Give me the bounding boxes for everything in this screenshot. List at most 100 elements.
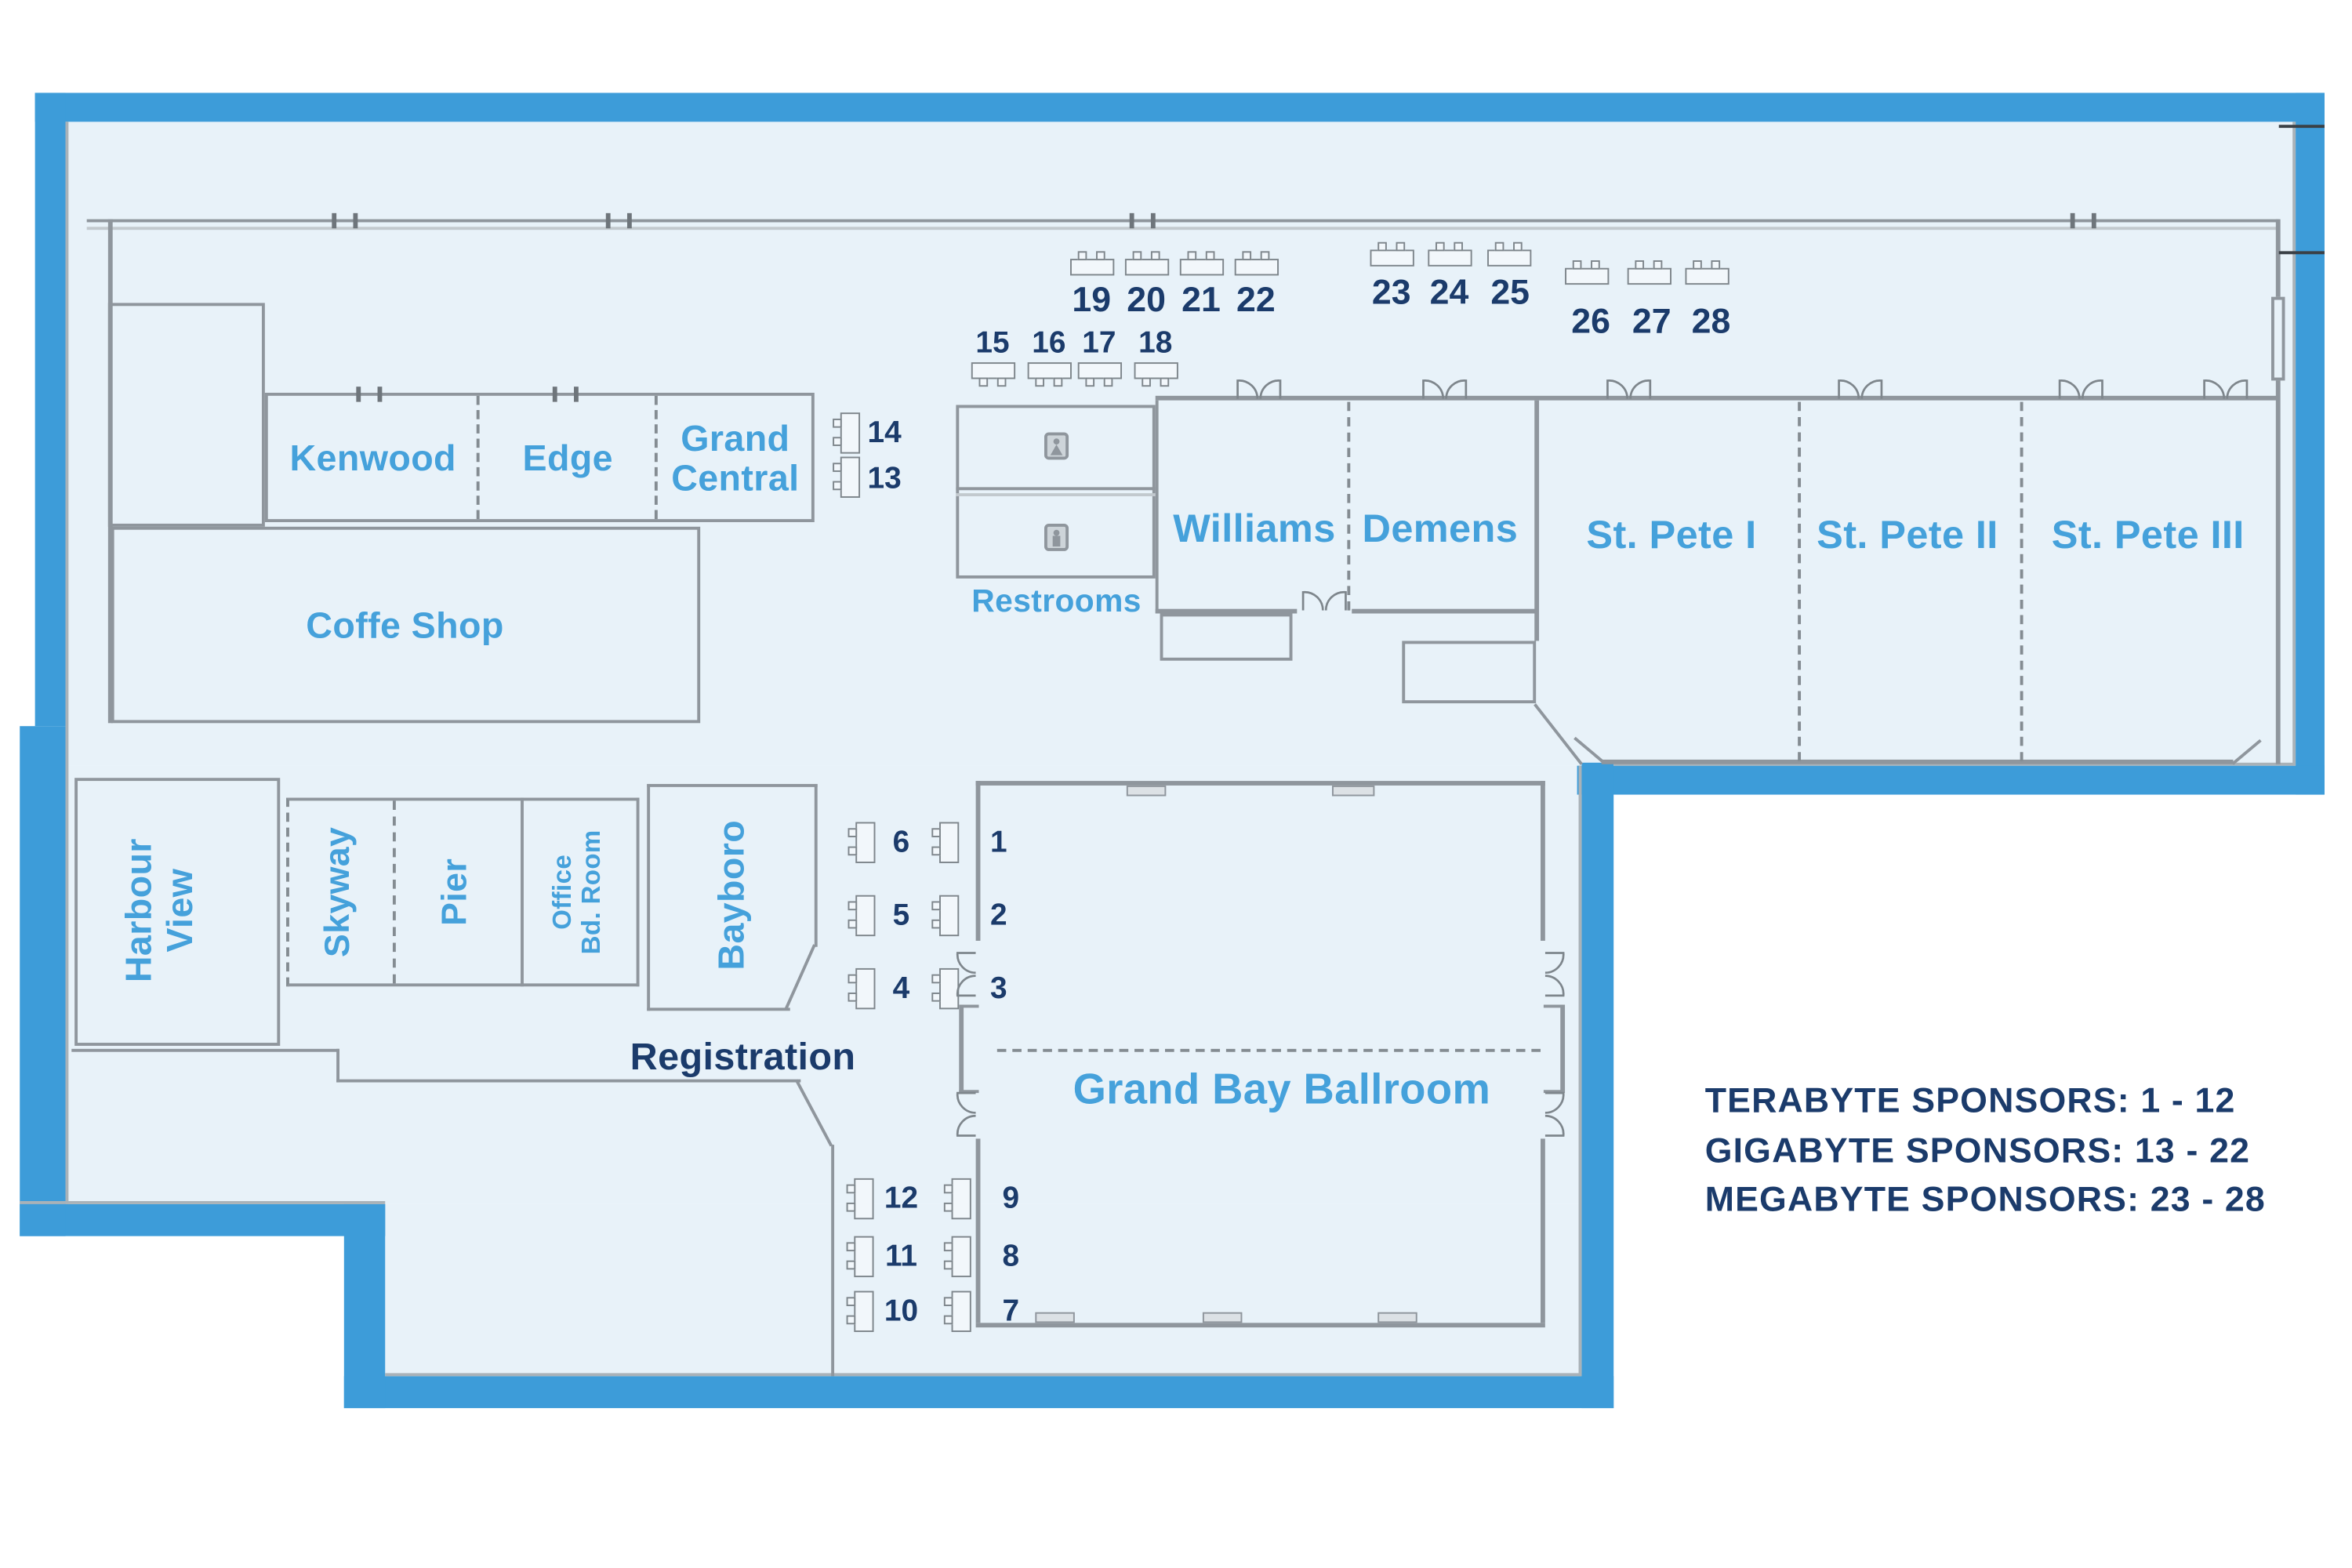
wall-ballroom-right-c2 xyxy=(1543,1090,1564,1094)
wall-tick-9 xyxy=(377,387,383,402)
wall-bayboro-bottom xyxy=(647,1007,790,1011)
door-st-pete-2-icon xyxy=(1836,375,1885,399)
booth-chair-12-a xyxy=(846,1184,856,1194)
booth-chair-9-a xyxy=(943,1184,953,1194)
wall-tick-11 xyxy=(574,387,579,402)
wall-ballroom-left-c2 xyxy=(959,1090,979,1094)
booth-table-23 xyxy=(1370,249,1414,267)
booth-chair-9-b xyxy=(943,1202,953,1212)
wall-tick-5 xyxy=(1150,212,1156,229)
edge-stpete-band-top xyxy=(1613,762,2295,766)
wall-demens-right xyxy=(1534,400,1540,641)
booth-number-8: 8 xyxy=(1002,1240,1020,1274)
booth-table-10 xyxy=(854,1290,874,1332)
booth-table-16 xyxy=(1027,362,1072,379)
wall-tick-3 xyxy=(626,212,632,229)
booth-number-23: 23 xyxy=(1371,271,1411,312)
room-skyway-pier-office xyxy=(286,797,640,987)
booth-table-14 xyxy=(840,412,861,454)
booth-number-11: 11 xyxy=(884,1240,918,1274)
wall-ballroom-bottom xyxy=(975,1323,1545,1328)
wall-tick-6 xyxy=(2070,212,2075,229)
booth-table-1 xyxy=(939,822,960,863)
wall-tick-10 xyxy=(552,387,557,402)
wall-tick-7 xyxy=(2091,212,2096,229)
man-restroom-icon xyxy=(1044,523,1069,551)
booth-chair-2-a xyxy=(931,901,941,911)
wall-right-inner xyxy=(2275,219,2281,764)
woman-restroom-icon xyxy=(1044,432,1069,460)
booth-number-5: 5 xyxy=(892,898,910,933)
edge-ballroom-band xyxy=(1578,765,1582,1377)
grand-central-line1: Grand xyxy=(681,419,790,460)
booth-chair-28-a xyxy=(1693,260,1702,270)
booth-table-28 xyxy=(1685,267,1730,285)
booth-number-20: 20 xyxy=(1127,279,1166,319)
wall-detail-right-panel xyxy=(2271,296,2285,381)
divider-edge-grandcentral xyxy=(654,395,658,520)
booth-table-18 xyxy=(1134,362,1178,379)
booth-number-26: 26 xyxy=(1571,300,1610,340)
booth-table-12 xyxy=(854,1178,874,1220)
wall-top-outer xyxy=(86,219,2279,223)
ballroom-column-0 xyxy=(1126,785,1167,797)
wall-detail-topright-2 xyxy=(2278,251,2325,255)
wall-bayboro-top xyxy=(647,783,818,787)
booth-chair-15-b xyxy=(996,377,1007,387)
wall-ballroom-right-vest xyxy=(1560,1004,1566,1094)
door-williams-icon xyxy=(1235,375,1283,399)
booth-table-13 xyxy=(840,456,861,498)
booth-chair-5-b xyxy=(848,919,858,929)
ballroom-column-1 xyxy=(1331,785,1375,797)
booth-number-17: 17 xyxy=(1082,326,1116,361)
door-st-pete-3b-icon xyxy=(2201,375,2250,399)
divider-williams-demens xyxy=(1347,401,1351,611)
booth-chair-18-b xyxy=(1160,377,1170,387)
booth-chair-14-a xyxy=(833,418,842,428)
booth-table-8 xyxy=(951,1236,971,1278)
booth-chair-7-a xyxy=(943,1297,953,1306)
booth-chair-23-a xyxy=(1377,241,1387,252)
divider-skyway-pier xyxy=(392,800,396,984)
booth-table-17 xyxy=(1077,362,1123,379)
room-label-registration: Registration xyxy=(630,1036,856,1079)
door-st-pete-1-icon xyxy=(1605,375,1653,399)
door-ballroom-right-2-icon xyxy=(1544,1090,1570,1138)
booth-table-11 xyxy=(854,1236,874,1278)
divider-ballroom xyxy=(996,1048,1541,1052)
ballroom-column-2 xyxy=(1035,1312,1075,1323)
booth-chair-17-a xyxy=(1085,377,1095,387)
booth-chair-16-a xyxy=(1035,377,1045,387)
wall-williams-left xyxy=(1155,400,1159,614)
room-label-demens: Demens xyxy=(1362,505,1519,551)
booth-chair-23-b xyxy=(1396,241,1406,252)
booth-chair-3-b xyxy=(931,992,941,1002)
room-label-coffe-shop: Coffe Shop xyxy=(306,605,504,648)
room-label-kenwood: Kenwood xyxy=(289,438,456,480)
room-label-st-pete-3: St. Pete III xyxy=(2051,511,2245,557)
room-below-demens xyxy=(1402,641,1537,704)
divider-kenwood-edge xyxy=(476,395,480,520)
booth-number-2: 2 xyxy=(989,898,1007,933)
booth-chair-13-a xyxy=(833,463,842,472)
booth-chair-8-b xyxy=(943,1260,953,1270)
legend-gigabyte: GIGABYTE SPONSORS: 13 - 22 xyxy=(1704,1130,2251,1171)
wall-tick-2 xyxy=(605,212,611,229)
room-coffe-shop xyxy=(111,526,701,724)
booth-number-18: 18 xyxy=(1138,326,1173,361)
wall-williams-bottom-right xyxy=(1352,608,1538,614)
frame-left-lower xyxy=(20,726,66,1236)
wall-tick-4 xyxy=(1129,212,1134,229)
booth-chair-21-a xyxy=(1187,251,1197,261)
booth-chair-19-b xyxy=(1096,251,1105,261)
booth-chair-10-a xyxy=(846,1297,856,1306)
booth-table-24 xyxy=(1428,249,1472,267)
room-label-grand-central: Grand Central xyxy=(671,419,799,499)
door-ballroom-right-1-icon xyxy=(1544,950,1570,999)
door-demens-icon xyxy=(1421,375,1469,399)
wall-corridor-e xyxy=(831,1145,835,1377)
wall-restrooms-divider2 xyxy=(956,493,1156,496)
door-ballroom-left-1-icon xyxy=(952,950,976,999)
booth-number-1: 1 xyxy=(989,826,1007,860)
room-label-bayboro: Bayboro xyxy=(711,819,753,971)
